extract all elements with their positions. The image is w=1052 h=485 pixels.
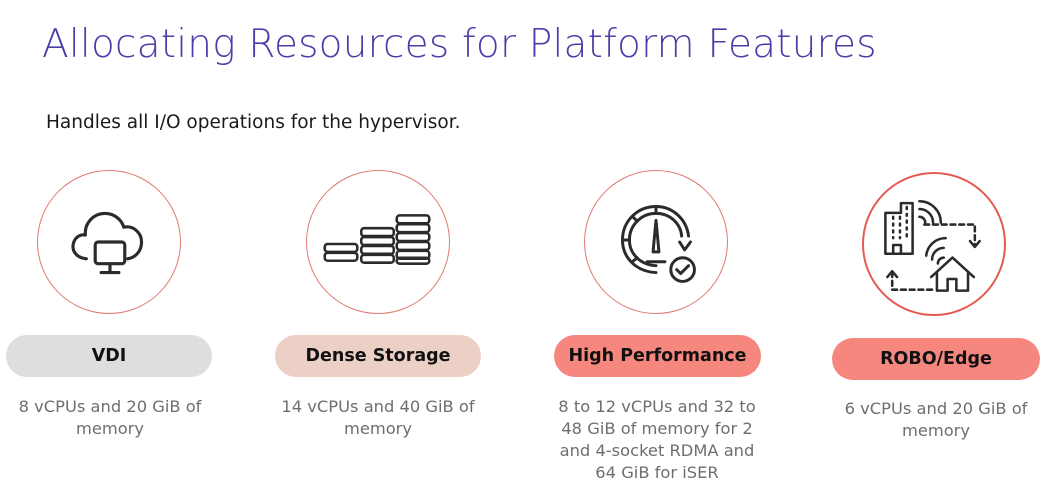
vdi-label-pill: VDI [6,335,212,377]
speedometer-check-icon [620,205,696,283]
office-home-sync-icon [884,199,981,292]
cloud-desktop-icon [71,211,144,275]
high-performance-description: 8 to 12 vCPUs and 32 to 48 GiB of memory… [558,397,756,482]
dense-storage-label: Dense Storage [305,346,451,366]
server-stack-icon [323,214,431,265]
page-subtitle: Handles all I/O operations for the hyper… [46,112,461,133]
high-performance-label: High Performance [568,346,747,366]
dense-storage-label-pill: Dense Storage [275,335,481,377]
page-title: Allocating Resources for Platform Featur… [42,22,877,67]
dense-storage-icon-circle [306,170,450,314]
dense-storage-description: 14 vCPUs and 40 GiB of memory [281,397,475,438]
vdi-label: VDI [91,346,127,366]
robo-edge-label: ROBO/Edge [880,349,992,369]
vdi-description: 8 vCPUs and 20 GiB of memory [18,397,202,438]
robo-edge-label-pill: ROBO/Edge [832,338,1040,380]
high-performance-icon-circle [584,170,728,314]
robo-edge-description: 6 vCPUs and 20 GiB of memory [844,399,1028,440]
vdi-icon-circle [37,170,181,314]
robo-edge-icon-circle [862,172,1006,316]
high-performance-label-pill: High Performance [554,335,761,377]
